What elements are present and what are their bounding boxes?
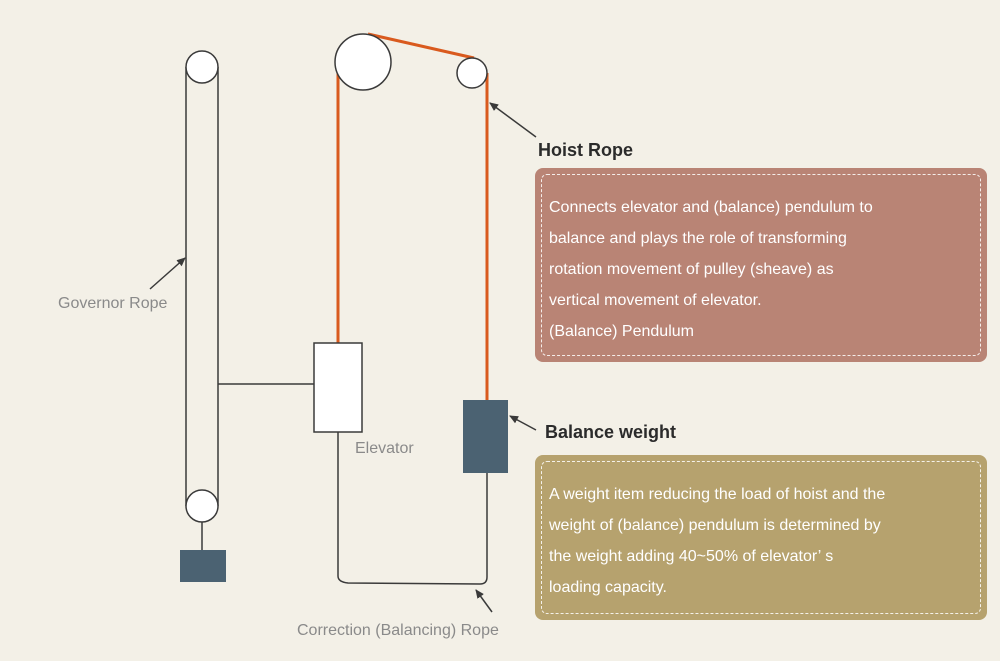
governor-bottom-pulley [185, 489, 219, 523]
correction-rope-arrow [475, 589, 493, 613]
hoist-rope [336, 32, 489, 400]
hoist-rope-callout: Connects elevator and (balance) pendulum… [535, 168, 987, 362]
hoist-callout-line: Connects elevator and (balance) pendulum… [549, 199, 873, 216]
balance-callout-line: the weight adding 40~50% of elevator’ s [549, 548, 834, 565]
balance-callout-line: weight of (balance) pendulum is determin… [549, 517, 881, 534]
governor-rope-label: Governor Rope [58, 295, 168, 312]
balance-weight-label: Balance weight [545, 422, 677, 442]
balance-callout-line: loading capacity. [549, 579, 667, 596]
balance-weight-arrow [509, 415, 537, 431]
governor-tension-weight [180, 550, 226, 582]
balance-weight-block [463, 400, 508, 473]
balance-callout-line: A weight item reducing the load of hoist… [549, 486, 886, 503]
governor-rope [180, 50, 226, 582]
hoist-callout-line: vertical movement of elevator. [549, 292, 762, 309]
hoist-callout-line: balance and plays the role of transformi… [549, 230, 847, 247]
hoist-callout-line: (Balance) Pendulum [549, 323, 694, 340]
main-sheave [334, 33, 392, 91]
balance-weight-callout: A weight item reducing the load of hoist… [535, 455, 987, 620]
hoist-rope-arrow [489, 102, 537, 138]
elevator-label: Elevator [355, 440, 414, 457]
governor-rope-arrow [149, 257, 186, 290]
deflector-sheave [456, 57, 488, 89]
elevator-car [313, 342, 363, 433]
correction-rope [337, 432, 488, 585]
correction-rope-label: Correction (Balancing) Rope [297, 622, 499, 639]
hoist-rope-label: Hoist Rope [538, 140, 634, 160]
governor-top-pulley [185, 50, 219, 84]
hoist-callout-line: rotation movement of pulley (sheave) as [549, 261, 834, 278]
